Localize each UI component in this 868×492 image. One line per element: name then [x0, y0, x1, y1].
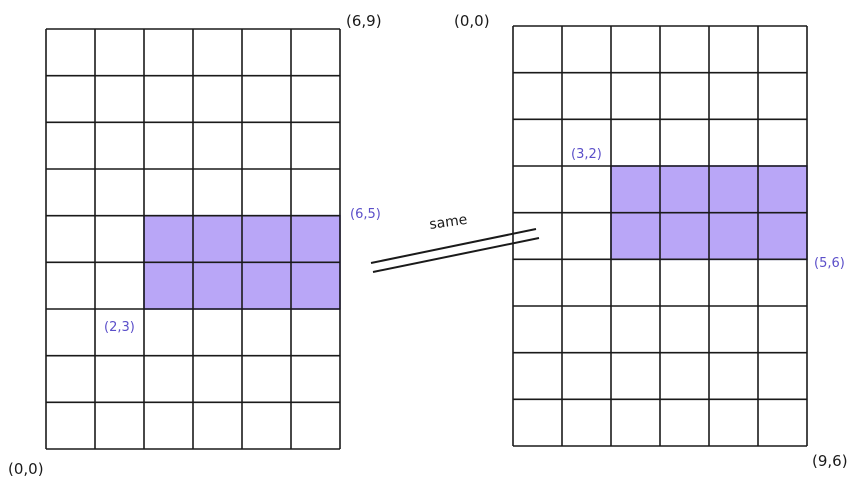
right-highlight-top-left-label: (3,2)	[571, 147, 602, 162]
right-grid	[512, 25, 808, 447]
left-highlight-bottom-left-label: (2,3)	[104, 320, 135, 335]
left-grid	[45, 28, 341, 450]
right-highlight-bottom-right-label: (5,6)	[814, 256, 845, 271]
same-connector-line-bottom	[372, 237, 540, 273]
left-grid-lines	[45, 28, 341, 450]
same-connector-label: same	[428, 212, 468, 233]
left-highlight-top-right-label: (6,5)	[350, 207, 381, 222]
left-corner-bottom-left-label: (0,0)	[8, 460, 44, 478]
right-grid-lines	[512, 25, 808, 447]
same-connector-line-top	[370, 228, 537, 264]
left-corner-top-right-label: (6,9)	[346, 12, 382, 30]
right-corner-bottom-right-label: (9,6)	[812, 452, 848, 470]
right-corner-top-left-label: (0,0)	[454, 12, 490, 30]
